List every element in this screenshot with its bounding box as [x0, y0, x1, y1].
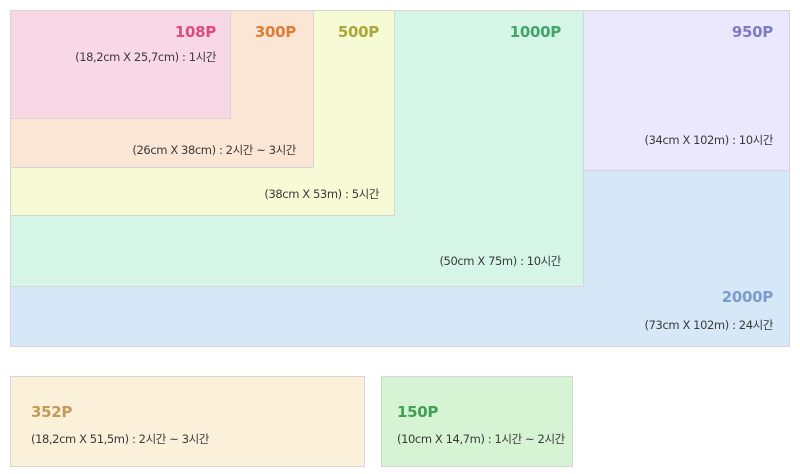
puzzle-label-2000p: 2000P — [721, 288, 774, 306]
puzzle-box-150p: 150P (10cm X 14,7m) : 1시간 ~ 2시간 — [381, 376, 573, 467]
puzzle-size-500p: (38cm X 53m) : 5시간 — [264, 187, 379, 201]
puzzle-size-108p: (18,2cm X 25,7cm) : 1시간 — [75, 50, 216, 64]
puzzle-size-150p: (10cm X 14,7m) : 1시간 ~ 2시간 — [397, 432, 565, 446]
puzzle-label-500p: 500P — [337, 23, 379, 41]
puzzle-label-150p: 150P — [397, 403, 439, 421]
puzzle-label-950p: 950P — [731, 23, 773, 41]
puzzle-size-1000p: (50cm X 75m) : 10시간 — [439, 254, 561, 268]
puzzle-label-352p: 352P — [31, 403, 73, 421]
puzzle-size-352p: (18,2cm X 51,5m) : 2시간 ~ 3시간 — [31, 432, 209, 446]
puzzle-label-1000p: 1000P — [509, 23, 562, 41]
puzzle-box-352p: 352P (18,2cm X 51,5m) : 2시간 ~ 3시간 — [10, 376, 365, 467]
puzzle-box-950p: 950P (34cm X 102m) : 10시간 — [583, 10, 790, 171]
puzzle-box-108p: 108P (18,2cm X 25,7cm) : 1시간 — [10, 10, 231, 119]
puzzle-label-300p: 300P — [254, 23, 296, 41]
puzzle-size-950p: (34cm X 102m) : 10시간 — [644, 133, 774, 147]
puzzle-label-108p: 108P — [174, 23, 216, 41]
puzzle-size-300p: (26cm X 38cm) : 2시간 ~ 3시간 — [132, 143, 296, 157]
puzzle-size-2000p: (73cm X 102m) : 24시간 — [644, 318, 774, 332]
